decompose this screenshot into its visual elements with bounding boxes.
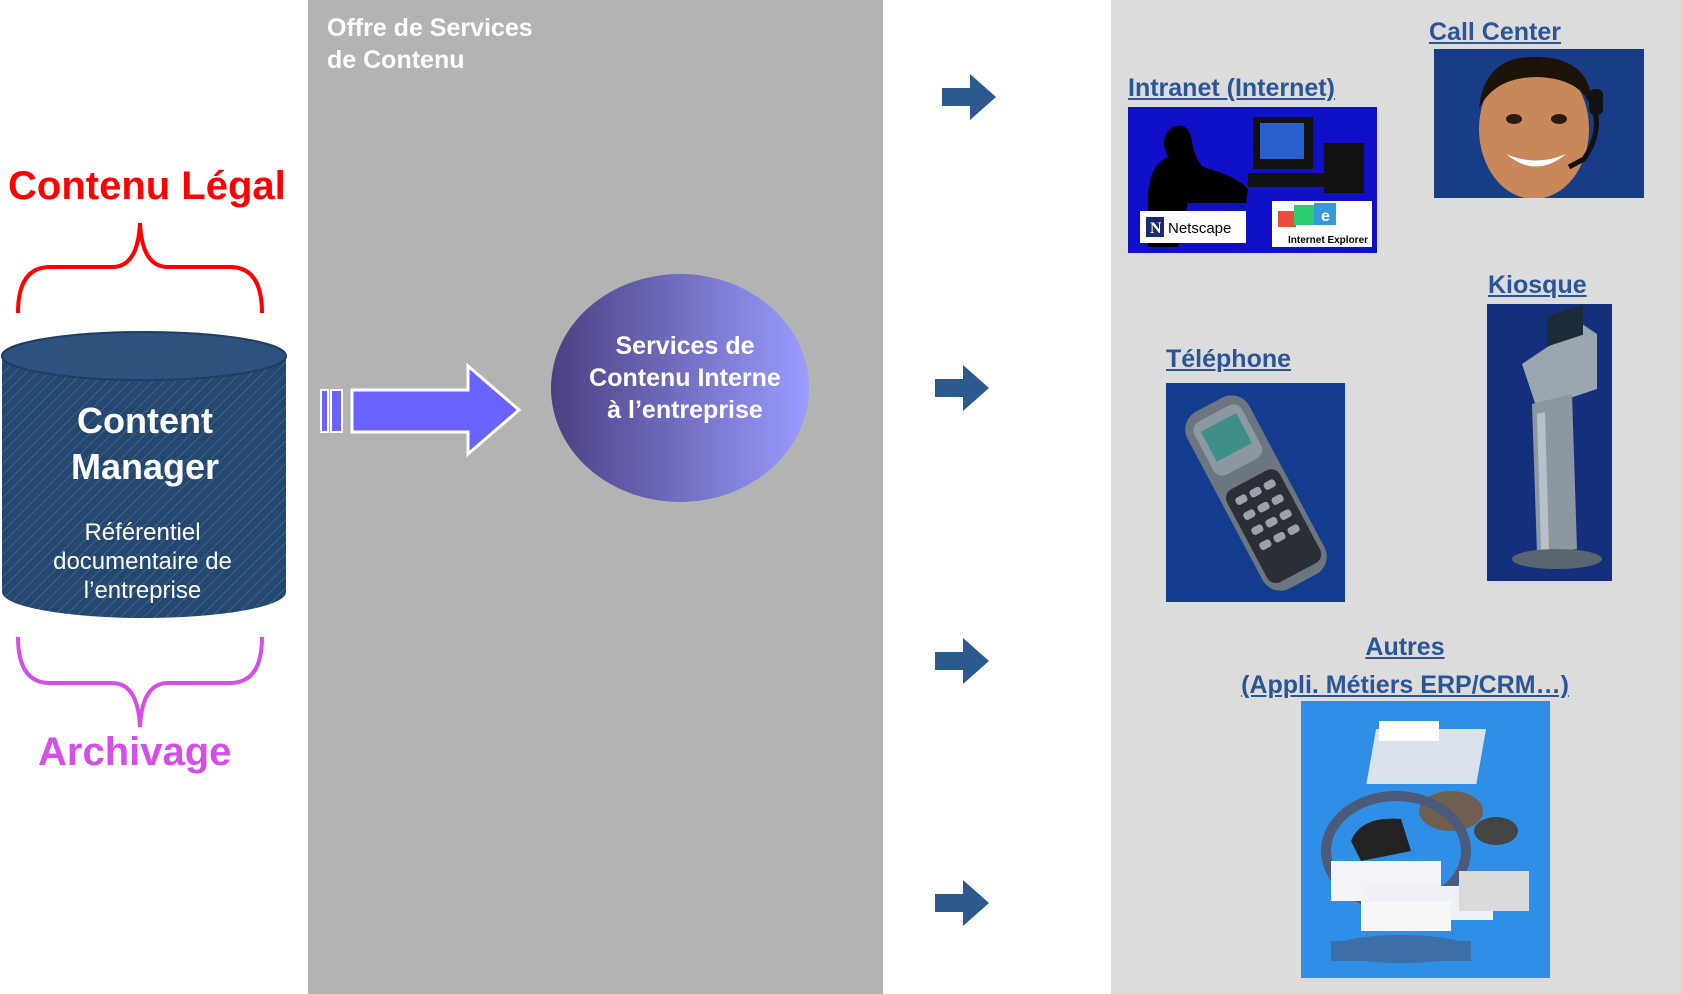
arrow-right-icon [935,365,989,411]
others-line2: (Appli. Métiers ERP/CRM…) [1241,671,1569,699]
legal-content-label: Contenu Légal [8,164,286,208]
headset-person-icon [1434,49,1644,198]
ie-label: Internet Explorer [1288,235,1368,246]
archive-label: Archivage [38,730,232,774]
others-line1: Autres [1365,633,1445,661]
content-services-panel [308,0,883,994]
svg-text:N: N [1150,220,1162,237]
ellipse-line1: Services de [615,332,755,360]
kiosk-image [1487,304,1612,581]
svg-text:e: e [1321,208,1330,225]
cylinder-sub-line1: Référentiel [84,519,201,546]
telephone-image [1166,383,1345,602]
others-image [1301,701,1550,978]
ellipse-text: Services de Contenu Interne à l’entrepri… [560,330,810,426]
intranet-link[interactable]: Intranet (Internet) [1128,74,1335,102]
ellipse-line3: à l’entreprise [607,396,763,424]
cylinder-title: Content Manager [0,398,290,490]
big-arrow-icon [320,362,522,458]
panel-title-line2: de Contenu [327,46,465,74]
panel-title: Offre de Services de Contenu [327,12,533,76]
kiosk-link[interactable]: Kiosque [1488,271,1587,299]
cylinder-title-line2: Manager [70,446,220,487]
telephone-link[interactable]: Téléphone [1166,345,1292,373]
netscape-label: Netscape [1168,220,1231,237]
call-center-image [1434,49,1644,198]
mobile-phone-icon [1166,383,1345,602]
arrow-right-icon [942,74,996,120]
arrow-right-icon [935,880,989,926]
bottom-brace-icon [16,636,264,728]
content-manager-cylinder-icon [1,331,287,618]
cylinder-title-line1: Content [77,400,213,441]
cylinder-sub-line3: l’entreprise [83,577,202,604]
cylinder-sub-line2: documentaire de [53,548,232,575]
cylinder-subtitle: Référentiel documentaire de l’entreprise [0,518,285,605]
kiosk-icon [1487,304,1612,581]
internal-services-ellipse-icon [551,274,809,502]
call-center-link[interactable]: Call Center [1429,18,1561,46]
others-link[interactable]: Autres (Appli. Métiers ERP/CRM…) [1200,628,1610,704]
intranet-image: N Netscape e Internet Explorer [1128,107,1377,253]
business-apps-icon [1301,701,1550,978]
top-brace-icon [16,222,264,314]
computer-user-icon: N Netscape e Internet Explorer [1140,117,1372,247]
ellipse-line2: Contenu Interne [589,364,781,392]
arrow-right-icon [935,638,989,684]
panel-title-line1: Offre de Services [327,14,533,42]
